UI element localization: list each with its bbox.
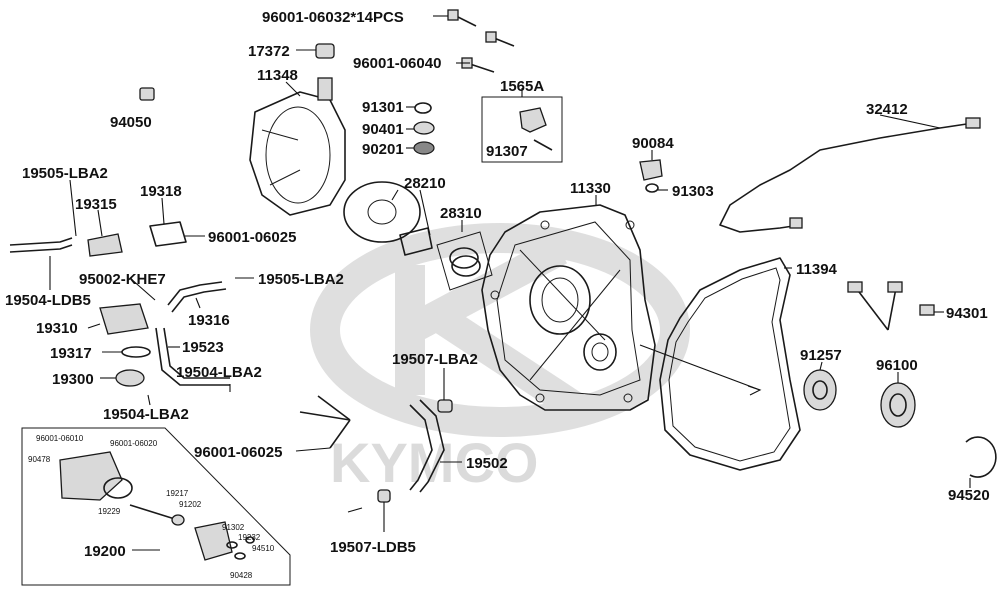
crankcase-cover-11330 [481,204,656,411]
hose-19523 [155,327,230,386]
thermostat-19310 [99,303,149,335]
label-19523: 19523 [182,339,224,356]
gasket-11394 [659,257,801,471]
label-19504-LDB5: 19504-LDB5 [5,292,91,309]
label-94050: 94050 [110,114,152,131]
label-32412: 32412 [866,101,908,118]
seal-91257 [803,369,837,411]
label-91257: 91257 [800,347,842,364]
label-19507-LBA2: 19507-LBA2 [392,351,478,368]
label-19315: 19315 [75,196,117,213]
kymco-watermark: KYMCO [310,223,690,494]
label-19502: 19502 [466,455,508,472]
label-19200: 19200 [84,543,126,560]
label-11348: 11348 [257,67,298,84]
label-90084: 90084 [632,135,674,152]
watermark-brand-text: KYMCO [330,431,538,494]
label-94301: 94301 [946,305,988,322]
label-96001-06040: 96001-06040 [353,55,441,72]
label-96001-06032: 96001-06032*14PCS [262,9,404,26]
washer-90401 [413,121,435,135]
leader-lines [49,15,971,551]
sensor-90084 [639,159,663,193]
label-90201: 90201 [362,141,404,158]
label-19504-LBA2-b: 19504-LBA2 [176,364,262,381]
water-pump-inset [21,427,291,586]
cap-17372 [315,43,335,59]
inset-label-90478: 90478 [28,455,51,464]
inset-label-19232: 19232 [238,533,261,542]
fitting-19315 [87,233,123,257]
cap-19300 [115,369,145,387]
inset-label-90428: 90428 [230,571,253,580]
fan-shroud-11348 [249,77,346,216]
bracket-19318 [149,221,187,247]
nut-90201 [413,141,435,155]
label-28210: 28210 [404,175,446,192]
circlip-94520 [965,436,997,478]
label-91307: 91307 [486,143,528,160]
inset-label-96001-06020: 96001-06020 [110,439,158,448]
label-11330: 11330 [570,180,611,197]
label-19300: 19300 [52,371,94,388]
label-91301: 91301 [362,99,404,116]
clamp-19507 [377,399,453,503]
inset-label-19217: 19217 [166,489,189,498]
label-95002-KHE7: 95002-KHE7 [79,271,166,288]
bolt-96001-06040 [461,31,515,73]
label-19504-LBA2-c: 19504-LBA2 [103,406,189,423]
label-11394: 11394 [796,261,838,278]
label-96001-06025-a: 96001-06025 [208,229,296,246]
drive-plate-28210 [343,181,433,256]
label-94520: 94520 [948,487,990,504]
oring-19317 [121,346,151,358]
label-91303: 91303 [672,183,714,200]
dipstick-box-1565A [481,96,563,163]
label-28310: 28310 [440,205,482,222]
inset-label-96001-06010: 96001-06010 [36,434,84,443]
link-94301 [847,281,935,331]
bolts-96001-06025 [299,395,351,449]
part-labels: 96001-06032*14PCS 17372 96001-06040 1134… [5,9,990,560]
label-17372: 17372 [248,43,290,60]
label-19310: 19310 [36,320,78,337]
label-96100: 96100 [876,357,918,374]
label-1565A: 1565A [500,78,544,95]
label-96001-06025-b: 96001-06025 [194,444,282,461]
inset-labels: 96001-06010 96001-06020 90478 19217 9120… [28,434,275,580]
box-28310 [436,231,493,291]
nut-94050 [139,87,155,101]
inset-label-91302: 91302 [222,523,245,532]
hose-19502 [409,399,445,493]
inset-label-91202: 91202 [179,500,202,509]
label-90401: 90401 [362,121,404,138]
cable-32412 [719,117,981,233]
hose-19316 [167,281,227,313]
bolt-96001-06032 [447,9,477,27]
inset-label-19229: 19229 [98,507,121,516]
inset-label-94510: 94510 [252,544,275,553]
label-19505-LBA2-b: 19505-LBA2 [258,271,344,288]
washer-91301 [414,102,432,114]
label-19317: 19317 [50,345,92,362]
label-19505-LBA2-a: 19505-LBA2 [22,165,108,182]
label-19507-LDB5: 19507-LDB5 [330,539,416,556]
bearing-96100 [880,382,916,428]
label-19318: 19318 [140,183,182,200]
label-19316: 19316 [188,312,230,329]
hose-19504-LDB5 [9,237,73,253]
